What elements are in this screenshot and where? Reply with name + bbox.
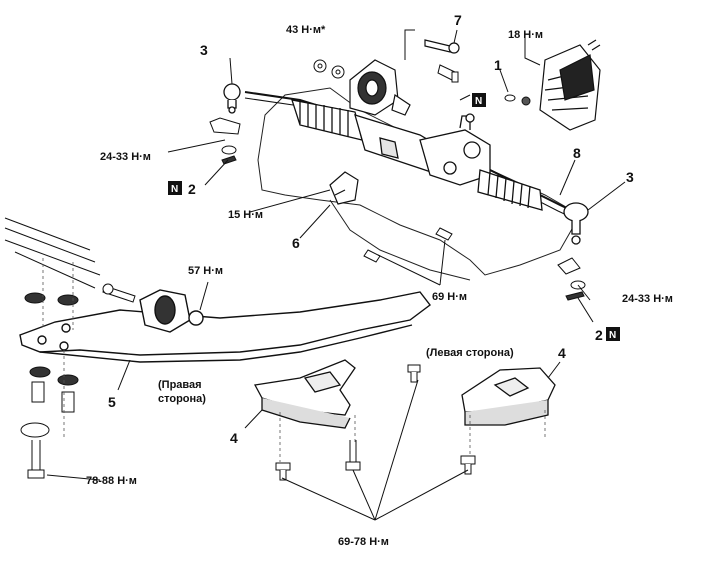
n-marker-top-box: [472, 93, 486, 107]
rack-mount-left: [349, 59, 411, 116]
callout-3-left: 3: [200, 42, 208, 58]
frame-rails: [4, 217, 101, 289]
crossmember: [19, 289, 431, 363]
torque-24-33-left: 24-33 Н·м: [100, 151, 151, 163]
bolt-7: [424, 39, 460, 54]
n-marker-right-box: [606, 327, 620, 341]
torque-57: 57 Н·м: [188, 265, 223, 277]
callout-5: 5: [108, 394, 116, 410]
bolts-69: [363, 227, 453, 263]
callout-4-left-side: 4: [558, 345, 566, 361]
left-tie-rod-hardware: [209, 117, 241, 165]
torque-78-88: 78-88 Н·м: [86, 475, 137, 487]
bushing-stack: [20, 292, 79, 479]
torque-15: 15 Н·м: [228, 209, 263, 221]
callout-1: 1: [494, 57, 502, 73]
bracket-6: [329, 171, 359, 205]
callout-4-right-side: 4: [230, 430, 238, 446]
callouts: 1 2 2 3 3 4 4 5 6 7 8: [108, 12, 634, 446]
callout-8: 8: [573, 145, 581, 161]
n-marker-top: N: [475, 96, 482, 107]
torque-18: 18 Н·м: [508, 29, 543, 41]
crossmember-bolt: [102, 283, 136, 303]
steering-rack: [223, 83, 589, 245]
right-tie-rod-end: [563, 202, 589, 245]
side-right-label-line2: сторона): [158, 393, 206, 405]
torque-69-78: 69-78 Н·м: [338, 536, 389, 548]
right-tie-rod-hardware: [557, 257, 586, 301]
torque-24-33-right: 24-33 Н·м: [622, 293, 673, 305]
bracket-4-right: [253, 359, 356, 429]
side-labels: (Левая сторона) (Правая сторона): [158, 347, 514, 405]
callout-2-right: 2: [595, 327, 603, 343]
torque-69: 69 Н·м: [432, 291, 467, 303]
guide-lines: [42, 258, 546, 462]
side-right-label-line1: (Правая: [158, 379, 202, 391]
bracket-bolts: [275, 364, 476, 481]
torque-43: 43 Н·м*: [286, 24, 326, 36]
torque-labels: 43 Н·м* 18 Н·м 24-33 Н·м 24-33 Н·м 15 Н·…: [86, 24, 673, 548]
pinion-valve: [419, 113, 491, 186]
steering-shaft-boot: [539, 39, 601, 131]
washers-43: [313, 59, 345, 79]
bolt-fitting: [437, 64, 459, 83]
left-tie-rod-end: [223, 83, 241, 114]
callout-7: 7: [454, 12, 462, 28]
callout-6: 6: [292, 235, 300, 251]
n-marker-right: N: [609, 330, 616, 341]
side-left-label: (Левая сторона): [426, 347, 514, 359]
right-rack-boot: [477, 169, 543, 211]
callout-2-left: 2: [188, 181, 196, 197]
body-panel-outline: [257, 87, 581, 281]
nut-1: [504, 94, 531, 106]
n-markers: N N N: [168, 93, 620, 341]
n-marker-left: N: [171, 184, 178, 195]
bracket-4-left: [461, 367, 556, 426]
leader-lines: [46, 29, 626, 521]
n-marker-left-box: [168, 181, 182, 195]
callout-3-right: 3: [626, 169, 634, 185]
